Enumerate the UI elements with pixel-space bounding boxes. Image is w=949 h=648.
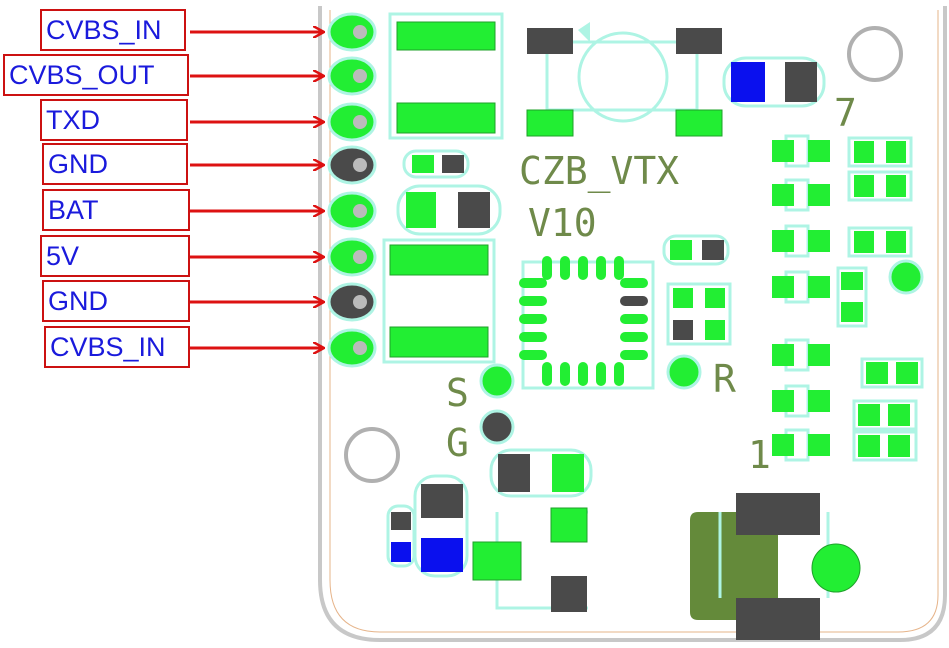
pin-label-5v: 5V [40, 235, 190, 277]
test-pad-r [666, 354, 702, 390]
pin-label-bat: BAT [42, 189, 190, 231]
pin-7-label: 7 [834, 91, 857, 135]
pin-label-txd: TXD [40, 99, 188, 141]
pin-label-cvbs-out: CVBS_OUT [3, 54, 189, 96]
pin-pad-5 [327, 191, 377, 231]
pin-pad-8 [327, 328, 377, 368]
qfn-ic [519, 256, 655, 390]
test-pad-s [479, 363, 515, 399]
pin-label-gnd-2: GND [42, 280, 190, 322]
pin-pad-3 [327, 102, 377, 142]
board-outline [318, 6, 947, 642]
pin-1-label: 1 [748, 433, 771, 477]
led-component [722, 56, 826, 108]
smd-array [772, 134, 924, 462]
silkscreen-text: CZB_VTX V10 S G R 7 1 [446, 91, 857, 477]
mounting-hole-top [847, 26, 903, 82]
bottom-components [386, 448, 593, 612]
mounting-hole-bottom [344, 427, 400, 483]
test-pad-right [888, 259, 924, 295]
pin-arrows [190, 32, 324, 348]
test-pad-g [479, 409, 515, 445]
pin-label-cvbs-in-1: CVBS_IN [40, 9, 186, 51]
pin-pad-6 [327, 237, 377, 277]
pad-r-label: R [713, 357, 736, 401]
chip-passives [479, 234, 924, 445]
version-label: V10 [528, 201, 597, 245]
tact-switch [526, 22, 723, 137]
pin-pad-2 [327, 56, 377, 96]
edge-pins [327, 12, 377, 368]
pin-label-gnd-1: GND [42, 143, 188, 185]
power-components [382, 12, 504, 364]
board-inner-edge [329, 10, 939, 633]
board-name-label: CZB_VTX [519, 149, 679, 194]
pin-pad-4 [327, 145, 377, 185]
pad-g-label: G [446, 421, 469, 465]
antenna-connector [690, 493, 861, 640]
pad-s-label: S [446, 371, 469, 415]
pin-pad-7 [327, 282, 377, 322]
pin-label-cvbs-in-2: CVBS_IN [44, 326, 190, 368]
pin-pad-1 [327, 12, 377, 52]
